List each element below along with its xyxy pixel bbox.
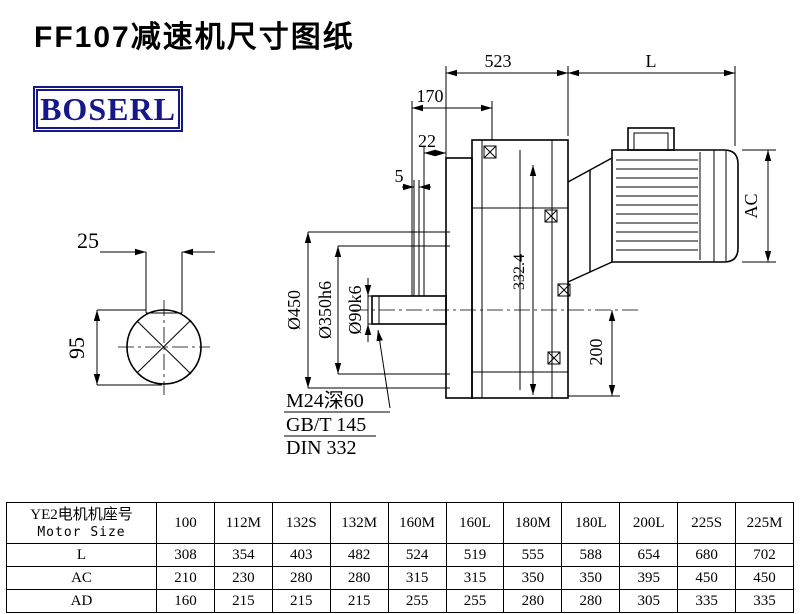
note-din: DIN 332 [286, 437, 357, 459]
value-cell: 350 [503, 566, 563, 590]
frame-size-cell: 225S [677, 502, 737, 544]
dimension-labels: 523 L 170 22 5 Ø450 Ø350h6 Ø90k6 332.4 2… [64, 51, 761, 459]
value-cell: 315 [445, 566, 505, 590]
value-cell: 395 [619, 566, 679, 590]
cooling-fins [616, 159, 698, 251]
value-cell: 215 [213, 589, 273, 613]
value-cell: 654 [619, 543, 679, 567]
motor [611, 127, 739, 263]
frame-size-cell: 180L [561, 502, 621, 544]
motor-size-table: YE2电机机座号 Motor Size 100 112M 132S 132M 1… [6, 502, 794, 613]
frame-size-cell: 112M [213, 502, 273, 544]
key-height-label: 95 [64, 337, 89, 359]
table-row-l: L 308 354 403 482 524 519 555 588 654 68… [6, 543, 794, 567]
frame-size-cell: 180M [503, 502, 563, 544]
value-cell: 280 [329, 566, 389, 590]
dim-200-label: 200 [586, 339, 606, 366]
value-cell: 305 [619, 589, 679, 613]
note-thread: M24深60 [286, 389, 364, 412]
frame-size-cell: 160L [445, 502, 505, 544]
table-header-row: YE2电机机座号 Motor Size 100 112M 132S 132M 1… [6, 502, 794, 544]
frame-size-cell: 100 [156, 502, 215, 544]
value-cell: 680 [677, 543, 737, 567]
value-cell: 215 [329, 589, 389, 613]
brand-logo: BOSERL [33, 86, 183, 132]
value-cell: 255 [445, 589, 505, 613]
note-gbt: GB/T 145 [286, 414, 366, 436]
frame-size-cell: 132S [271, 502, 331, 544]
table-row-ad: AD 160 215 215 215 255 255 280 280 305 3… [6, 589, 794, 613]
dim-22-label: 22 [418, 131, 436, 151]
dia-450-label: Ø450 [284, 290, 304, 330]
frame-size-cell: 200L [619, 502, 679, 544]
value-cell: 160 [156, 589, 215, 613]
dim-170-label: 170 [417, 86, 444, 106]
value-cell: 403 [271, 543, 331, 567]
dim-l-label: L [646, 51, 657, 71]
frame-size-cell: 225M [735, 502, 794, 544]
dim-523-label: 523 [485, 51, 512, 71]
motor-adapter [567, 157, 613, 283]
shaft-end-view [126, 252, 202, 385]
value-cell: 335 [735, 589, 794, 613]
dim-332-label: 332.4 [511, 254, 528, 290]
dimension-drawing: 523 L 170 22 5 Ø450 Ø350h6 Ø90k6 332.4 2… [64, 51, 776, 459]
motor-size-header-cell: YE2电机机座号 Motor Size [6, 502, 157, 544]
dim-ac-label: AC [741, 193, 761, 218]
value-cell: 335 [677, 589, 737, 613]
frame-size-cell: 160M [387, 502, 447, 544]
value-cell: 230 [213, 566, 273, 590]
page-title: FF107减速机尺寸图纸 [34, 21, 355, 54]
dimension-lines [93, 66, 776, 437]
bolt-symbols [483, 145, 571, 365]
value-cell: 350 [561, 566, 621, 590]
frame-size-cell: 132M [329, 502, 389, 544]
value-cell: 215 [271, 589, 331, 613]
dia-350-label: Ø350h6 [315, 281, 335, 339]
key-width-label: 25 [77, 228, 99, 253]
row-label: AC [6, 566, 157, 590]
value-cell: 280 [561, 589, 621, 613]
brand-text: BOSERL [40, 90, 176, 127]
header-label-cn: YE2电机机座号 [30, 506, 133, 523]
value-cell: 255 [387, 589, 447, 613]
value-cell: 315 [387, 566, 447, 590]
value-cell: 308 [156, 543, 215, 567]
gearbox-housing [445, 139, 571, 399]
value-cell: 210 [156, 566, 215, 590]
value-cell: 354 [213, 543, 273, 567]
value-cell: 482 [329, 543, 389, 567]
dia-90-label: Ø90k6 [345, 286, 365, 335]
value-cell: 702 [735, 543, 794, 567]
value-cell: 450 [677, 566, 737, 590]
header-label-en: Motor Size [37, 524, 126, 540]
dim-5-label: 5 [395, 166, 404, 186]
value-cell: 524 [387, 543, 447, 567]
value-cell: 280 [271, 566, 331, 590]
value-cell: 588 [561, 543, 621, 567]
value-cell: 555 [503, 543, 563, 567]
row-label: AD [6, 589, 157, 613]
table-row-ac: AC 210 230 280 280 315 315 350 350 395 4… [6, 566, 794, 590]
value-cell: 519 [445, 543, 505, 567]
value-cell: 450 [735, 566, 794, 590]
value-cell: 280 [503, 589, 563, 613]
terminal-box [627, 127, 675, 151]
row-label: L [6, 543, 157, 567]
